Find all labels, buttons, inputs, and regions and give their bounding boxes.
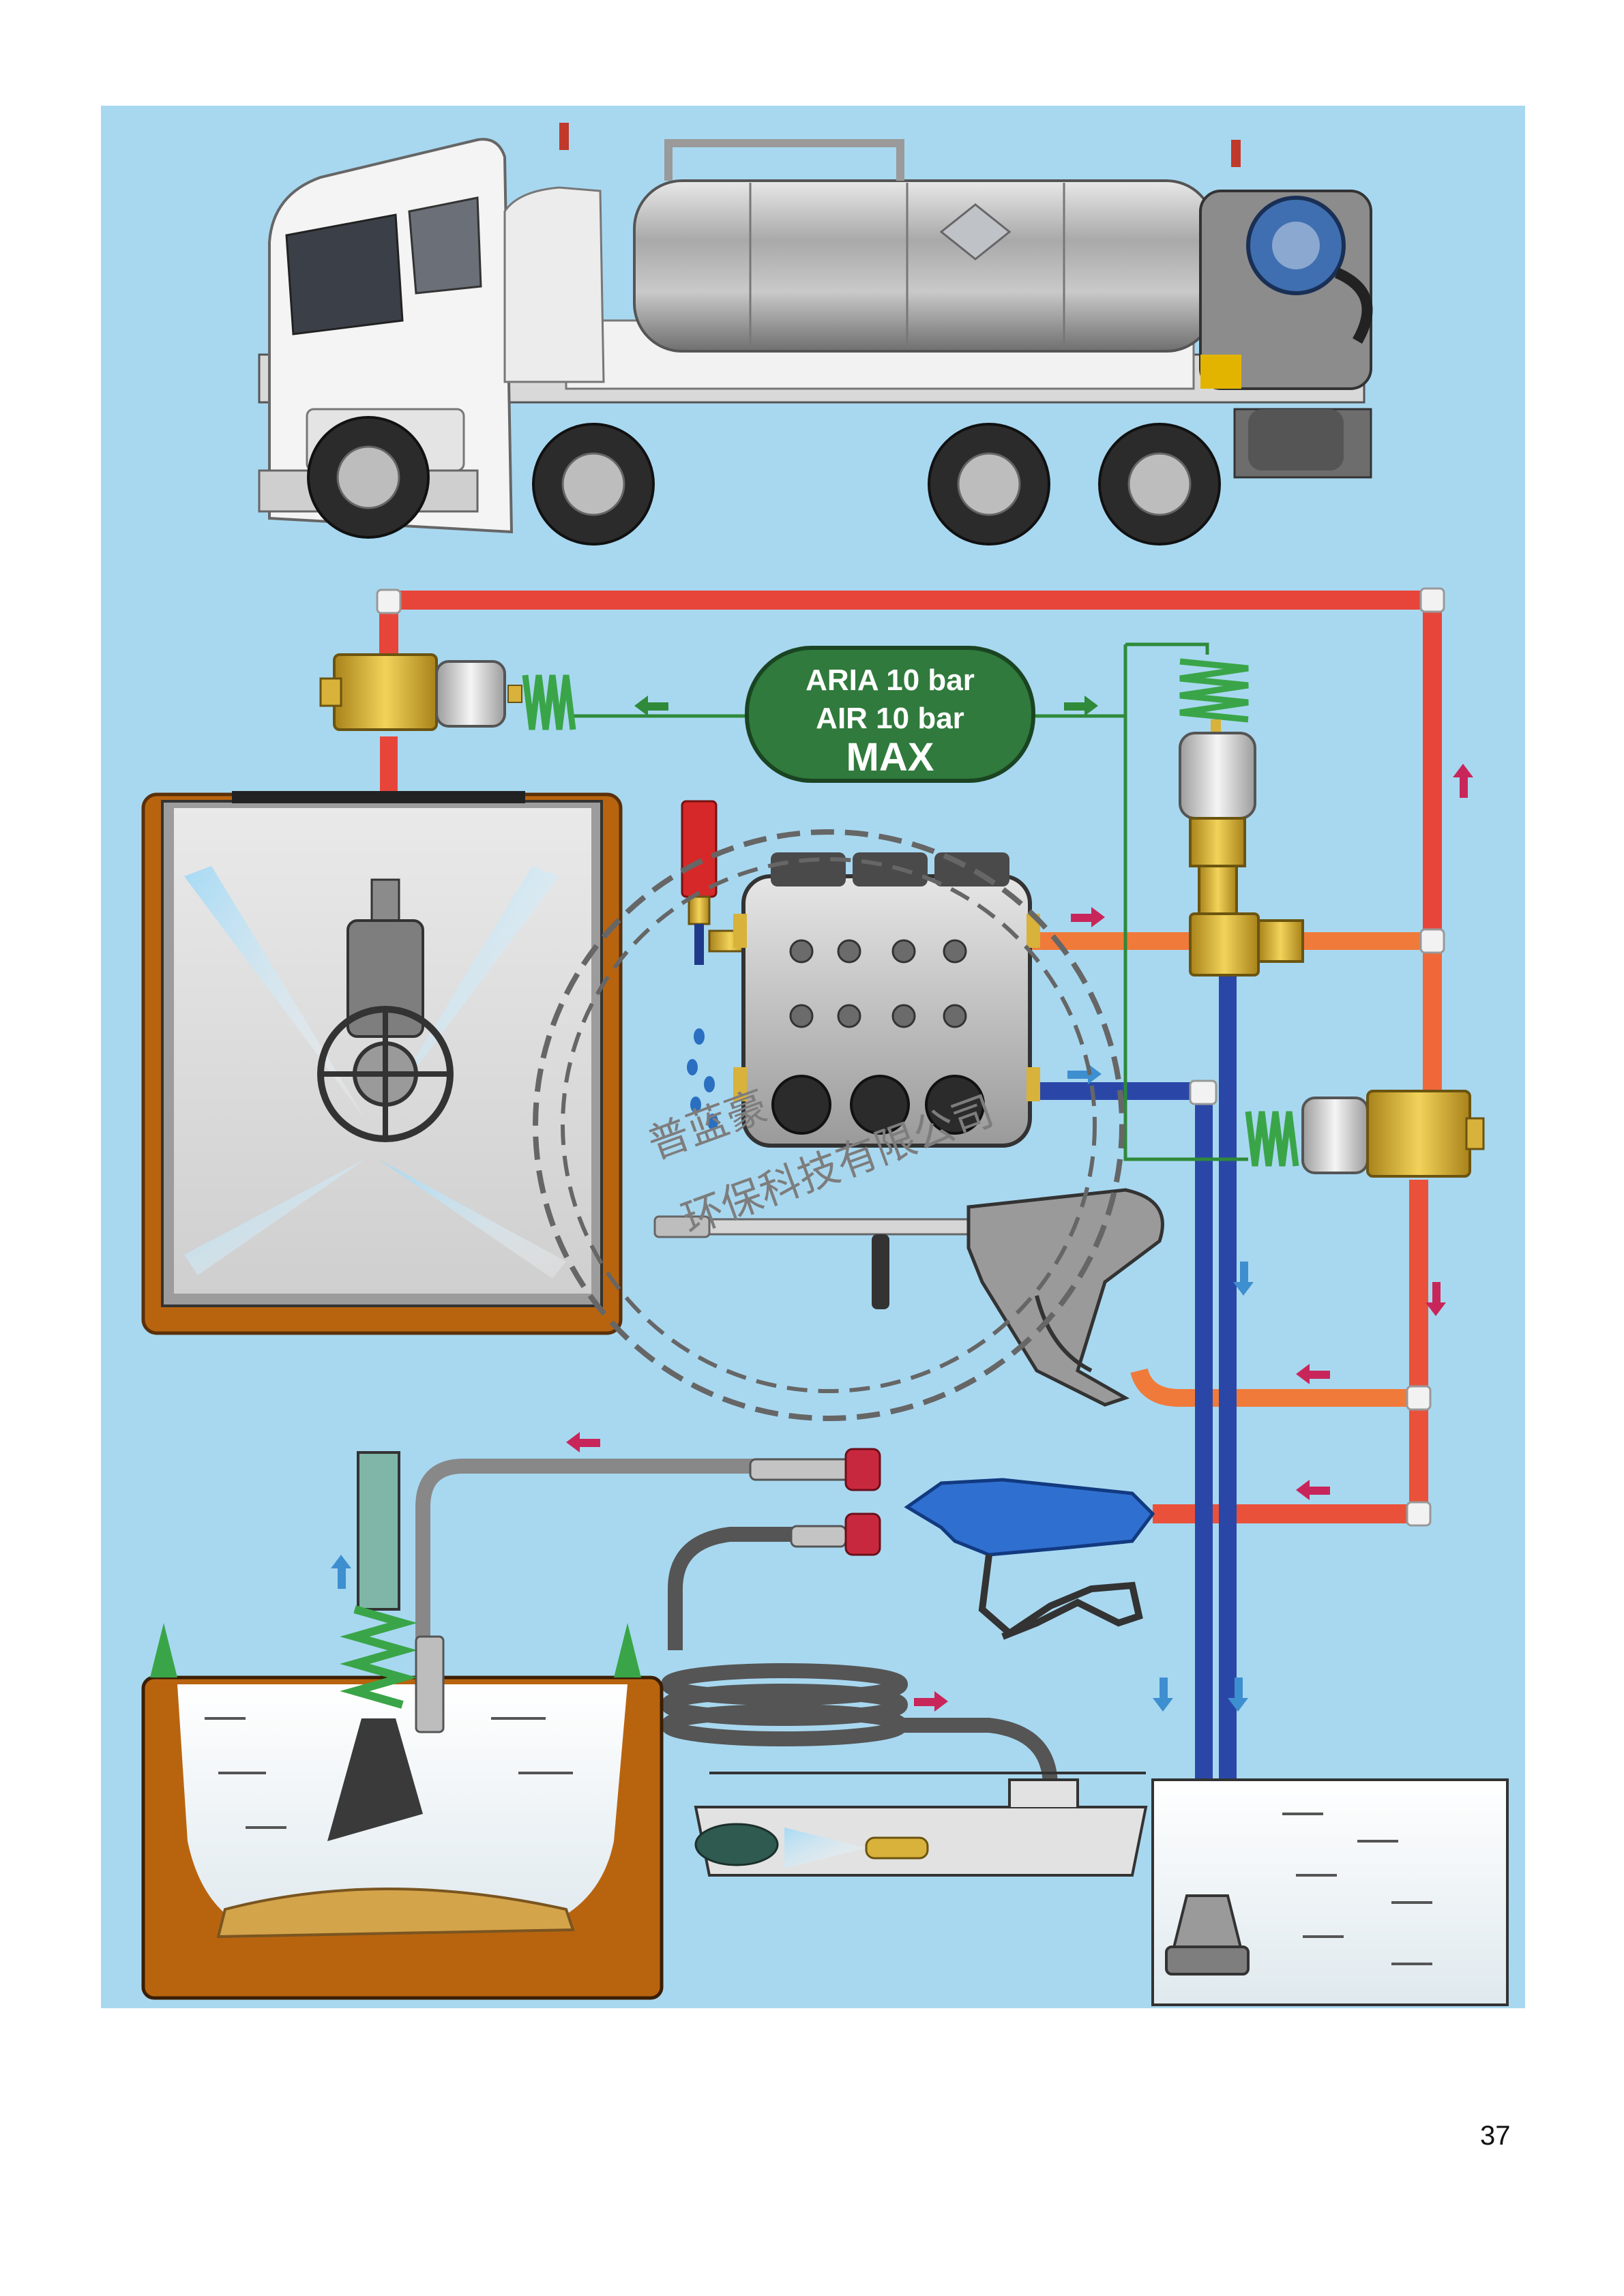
air-valve-icon-right bbox=[1301, 1090, 1485, 1178]
unloader-valve-icon bbox=[1179, 719, 1304, 976]
air-label-line2: AIR 10 bar bbox=[816, 702, 964, 735]
spring-icon-top bbox=[1179, 658, 1249, 723]
spring-icon bbox=[522, 674, 576, 730]
pipe-network bbox=[376, 587, 1445, 1916]
suction-strainer-icon bbox=[1165, 1894, 1250, 1976]
spring-icon-right bbox=[1245, 1111, 1299, 1167]
air-valve-icon bbox=[319, 653, 522, 731]
sewer-nozzle-icon bbox=[865, 1836, 929, 1860]
truck-icon bbox=[258, 123, 1373, 546]
air-label-line3: MAX bbox=[846, 735, 934, 779]
air-label-line1: ARIA 10 bar bbox=[806, 664, 975, 697]
pump-icon bbox=[733, 852, 1040, 1148]
hose-coupling-icon bbox=[749, 1448, 881, 1556]
suction-hose-icon bbox=[327, 1451, 445, 1841]
tank-nozzle-icon bbox=[317, 878, 454, 1142]
spray-gun-icon-blue bbox=[904, 1478, 1155, 1640]
flow-arrow-icon bbox=[331, 696, 1473, 1712]
page-number: 37 bbox=[1480, 2121, 1511, 2151]
air-pressure-label: ARIA 10 bar AIR 10 bar MAX bbox=[745, 646, 1035, 783]
